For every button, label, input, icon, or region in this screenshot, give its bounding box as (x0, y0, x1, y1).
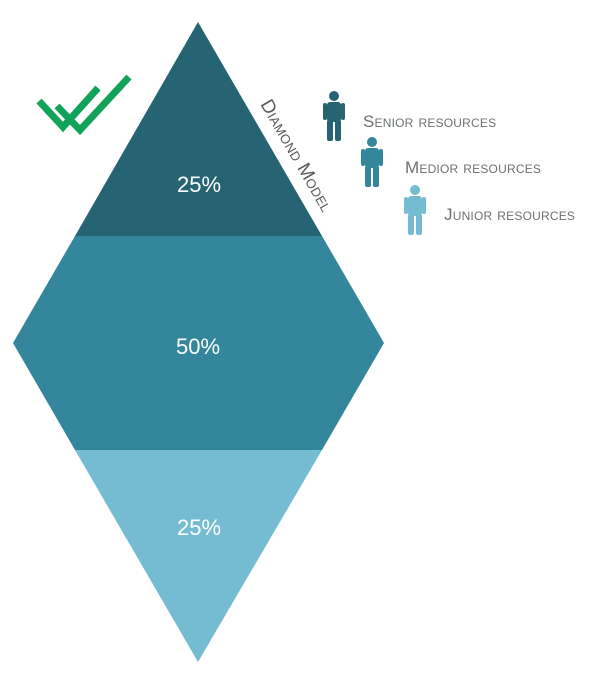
diamond-bottom-segment (75, 450, 322, 662)
diamond-middle-segment (13, 236, 384, 450)
legend-junior-person-icon (404, 185, 426, 235)
legend-medior-person-icon (361, 137, 383, 187)
bottom-segment-label: 25% (177, 515, 221, 540)
legend-senior-label: Senior resources (363, 112, 496, 131)
diamond-top-segment (75, 22, 322, 236)
middle-segment-label: 50% (176, 334, 220, 359)
legend-medior-label: Medior resources (405, 158, 541, 177)
legend-senior-person-icon (323, 91, 345, 141)
legend-junior-label: Junior resources (444, 205, 575, 224)
double-check-icon (36, 74, 132, 136)
top-segment-label: 25% (177, 172, 221, 197)
